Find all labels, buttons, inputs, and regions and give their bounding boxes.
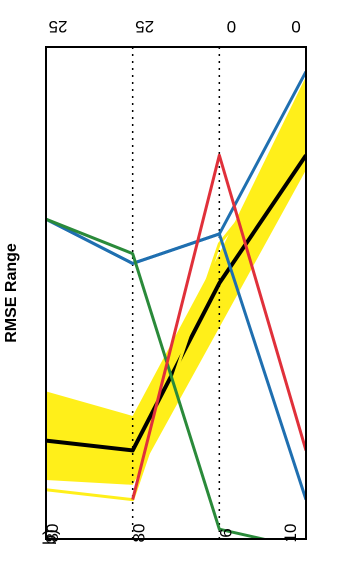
tick-label: 0 — [291, 17, 300, 36]
series-line-4 — [46, 217, 270, 539]
plot-frame — [45, 46, 307, 540]
tick-label: 25 — [49, 17, 68, 36]
tick-label: 0 — [227, 17, 236, 36]
tick-label: 10 — [281, 524, 300, 543]
tick-label-layer: 10 0 6 0 80 25 80 25 — [43, 17, 301, 542]
series-line-0 — [46, 154, 306, 453]
tick-label: 25 — [135, 17, 154, 36]
tick-label: 6 — [216, 528, 235, 537]
series-line-1 — [46, 134, 306, 502]
grid-layer — [131, 47, 221, 539]
series-layer — [46, 70, 306, 539]
series-line-5 — [131, 153, 306, 501]
y-axis-label: RMSE Range — [3, 243, 20, 343]
series-line-3 — [46, 217, 306, 501]
tick-label: 80 — [43, 524, 62, 543]
panel-label: b) — [40, 529, 60, 545]
chart-rotation-group: 10 0 6 0 80 25 80 25 RMSE Range b) — [3, 17, 307, 545]
tick-label: 80 — [130, 524, 149, 543]
